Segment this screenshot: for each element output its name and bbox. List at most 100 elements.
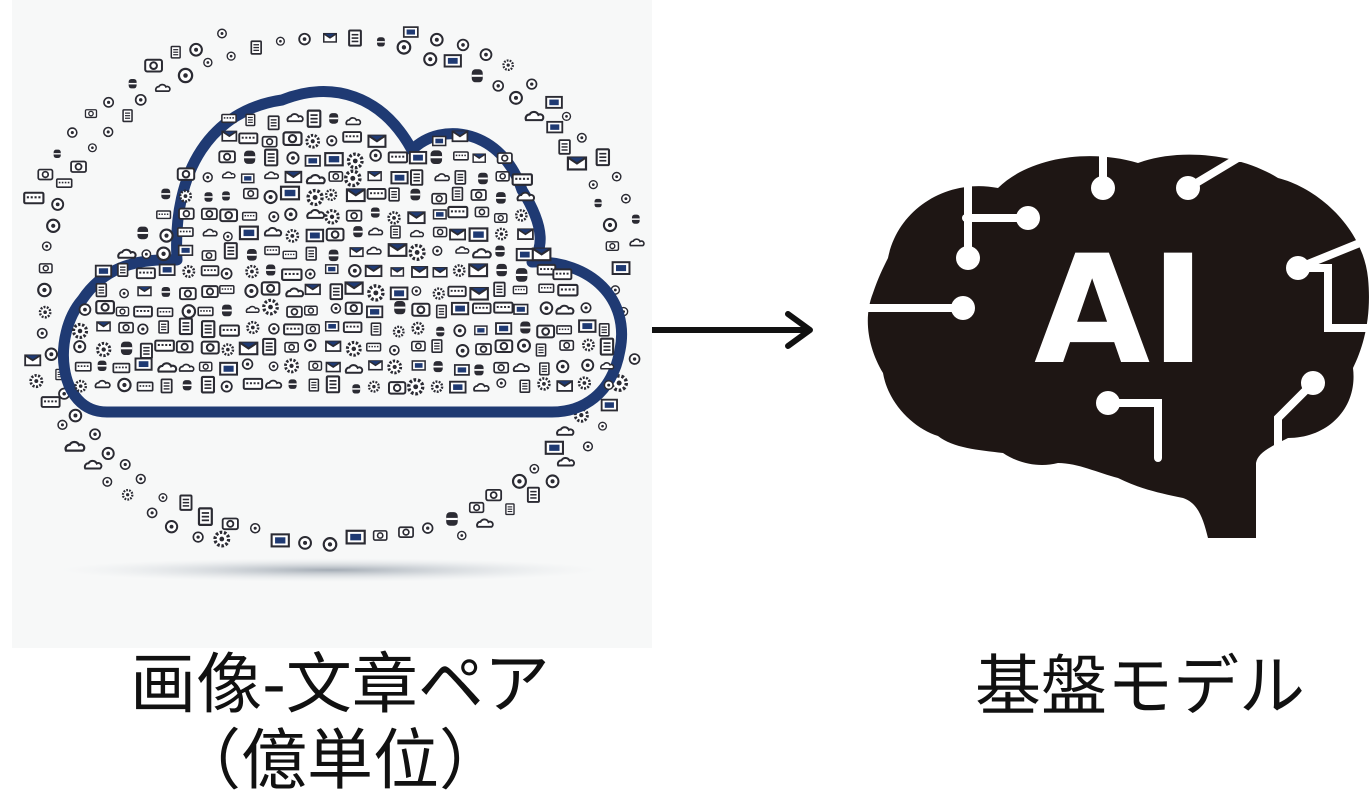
document-icon <box>539 362 550 376</box>
envelope-icon <box>390 267 405 277</box>
gear-icon <box>495 227 508 241</box>
cloud-icon <box>555 304 575 315</box>
keyboard-icon <box>264 245 280 256</box>
database-icon <box>478 172 488 185</box>
camera-icon <box>221 517 239 531</box>
database-icon <box>495 245 505 257</box>
film-icon <box>545 95 563 109</box>
right-caption: 基盤モデル <box>975 648 1305 725</box>
keyboard-icon <box>221 113 237 124</box>
dot-icon <box>304 339 317 352</box>
cloud-icon <box>409 229 425 238</box>
database-icon <box>288 379 297 389</box>
cloud-icon <box>629 238 645 247</box>
gear-icon <box>387 211 401 225</box>
database-icon <box>446 512 458 526</box>
camera-icon <box>284 341 299 353</box>
camera-icon <box>95 299 115 315</box>
dot-icon <box>226 51 236 61</box>
document-icon <box>178 317 193 336</box>
cloud-icon <box>305 173 326 185</box>
document-icon <box>117 262 129 277</box>
film-icon <box>495 322 513 335</box>
database-icon <box>137 226 149 240</box>
camera-icon <box>398 526 414 538</box>
film-icon <box>390 171 409 185</box>
film-icon <box>544 440 564 455</box>
film-icon <box>432 209 447 220</box>
document-icon <box>435 304 447 319</box>
gear-icon <box>121 488 134 501</box>
envelope-icon <box>432 267 448 278</box>
cloud-outline <box>58 86 627 418</box>
film-icon <box>240 173 255 184</box>
dot-icon <box>89 428 101 441</box>
gear-icon <box>537 377 551 391</box>
dot-icon <box>284 207 298 221</box>
film-icon <box>324 321 340 332</box>
cloud-icon <box>368 227 384 236</box>
document-icon <box>179 494 193 511</box>
keyboard-icon <box>219 324 240 337</box>
database-icon <box>244 150 256 164</box>
dot-icon <box>582 441 594 452</box>
cloud-icon <box>473 383 490 392</box>
camera-icon <box>175 340 194 354</box>
envelope-icon <box>304 283 321 296</box>
dot-icon <box>159 228 174 243</box>
dot-icon <box>423 52 438 67</box>
camera-icon <box>38 263 53 274</box>
camera-icon <box>179 287 197 301</box>
film-icon <box>238 225 259 241</box>
database-icon <box>352 384 361 394</box>
database-icon <box>433 361 443 373</box>
dot-icon <box>456 530 467 541</box>
document-icon <box>308 378 320 392</box>
cloud-icon <box>263 227 283 237</box>
gear-icon <box>182 265 196 279</box>
dot-icon <box>330 303 342 314</box>
keyboard-icon <box>557 283 579 297</box>
document-icon <box>95 282 108 298</box>
gear-icon <box>502 59 515 71</box>
dot-icon <box>41 241 52 252</box>
database-icon <box>329 113 339 124</box>
dot-icon <box>119 288 130 299</box>
document-icon <box>388 187 400 202</box>
film-icon <box>611 261 631 275</box>
dot-icon <box>348 263 362 278</box>
gear-icon <box>582 338 595 352</box>
keyboard-icon <box>472 302 492 315</box>
dot-icon <box>304 268 316 280</box>
document-icon <box>329 283 344 301</box>
document-icon <box>305 246 317 261</box>
brain-ai-icon: AI <box>858 144 1372 542</box>
dot-icon <box>581 358 595 372</box>
film-icon <box>432 135 447 147</box>
document-icon <box>595 148 611 167</box>
gear-icon <box>245 264 259 279</box>
dot-icon <box>369 149 382 162</box>
database-icon <box>471 69 483 83</box>
dot-icon <box>103 96 115 108</box>
dot-icon <box>181 304 197 319</box>
gear-icon <box>29 374 44 389</box>
database-icon <box>474 364 484 376</box>
dot-icon <box>102 476 113 487</box>
keyboard-icon <box>40 396 61 408</box>
envelope-icon <box>531 247 552 262</box>
gear-icon <box>432 287 445 300</box>
document-icon <box>493 281 506 298</box>
document-icon <box>306 109 322 128</box>
dot-icon <box>220 380 233 393</box>
keyboard-icon <box>447 205 469 219</box>
document-icon <box>245 113 256 127</box>
envelope-icon <box>137 286 152 297</box>
keyboard-icon <box>512 285 528 295</box>
camera-icon <box>260 281 281 296</box>
dot-icon <box>51 197 65 211</box>
keyboard-icon <box>176 227 194 238</box>
dot-icon <box>158 493 168 503</box>
dot-icon <box>134 93 147 106</box>
cloud-icon <box>286 113 304 123</box>
